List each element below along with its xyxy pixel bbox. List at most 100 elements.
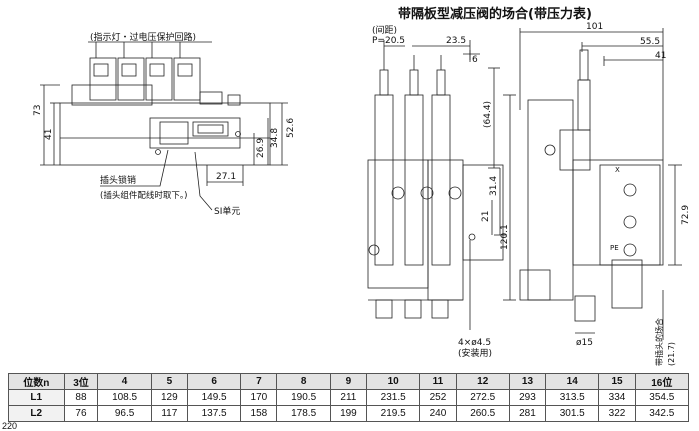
- table-col-header: 11: [419, 373, 457, 390]
- dimension-table: 位数n 3位 4 5 6 7 8 9 10 11 12 13 14 15 16位…: [8, 373, 690, 422]
- dim-31-4: 31.4: [489, 176, 499, 196]
- dim-41-left: 41: [44, 129, 54, 140]
- pitch-label: (间距): [372, 24, 397, 36]
- table-cell: 231.5: [366, 389, 421, 406]
- table-cell: 219.5: [366, 405, 421, 422]
- table-col-header: 5: [150, 373, 188, 390]
- table-col-header: 13: [508, 373, 547, 390]
- table-cell: 260.5: [455, 405, 510, 422]
- left-valve-1: [89, 57, 117, 101]
- callout-si-unit: SI单元: [214, 205, 240, 217]
- callout-plug-lock: 插头锁销: [100, 174, 136, 186]
- table-col-header: 12: [455, 373, 510, 390]
- mid-mount-plate: [462, 164, 504, 261]
- table-col-header: 14: [545, 373, 600, 390]
- left-upper-block: [71, 84, 153, 106]
- table-cell: 96.5: [97, 405, 152, 422]
- dim-26-9: 26.9: [256, 138, 266, 158]
- right-view-drawing: [519, 28, 682, 340]
- table-cell: 76: [63, 405, 99, 422]
- table-col-header: 7: [240, 373, 278, 390]
- mid-regulator-2: [404, 94, 424, 266]
- table-cell: 293: [508, 389, 547, 406]
- row-label: L2: [8, 405, 65, 422]
- port-x-label: X: [615, 166, 620, 174]
- technical-drawing: (指示灯・过电压保护回路) 插头锁销 (插头组件配线时取下。) SI单元 73 …: [33, 22, 691, 366]
- dim-73: 73: [33, 105, 43, 116]
- left-valve-2: [117, 57, 145, 101]
- table-cell: 190.5: [276, 389, 331, 406]
- pitch-value: P=20.5: [372, 36, 405, 46]
- table-cell: 322: [598, 405, 636, 422]
- table-col-header: 3位: [63, 373, 99, 390]
- left-valve-4: [173, 57, 201, 101]
- table-cell: 334: [598, 389, 636, 406]
- gauge-icon: [420, 186, 434, 200]
- table-header-label: 位数n: [8, 373, 65, 390]
- gauge-icon: [448, 186, 462, 200]
- dim-41-right: 41: [655, 51, 666, 61]
- callout-plug-note: (插头组件配线时取下。): [100, 190, 187, 201]
- table-header-row: 位数n 3位 4 5 6 7 8 9 10 11 12 13 14 15 16位: [8, 373, 690, 390]
- dim-55-5: 55.5: [640, 37, 660, 47]
- left-valve-3: [145, 57, 173, 101]
- table-cell: 354.5: [634, 389, 690, 406]
- table-cell: 178.5: [276, 405, 331, 422]
- dim-phi15: ø15: [576, 338, 593, 348]
- mid-end-plate: [427, 159, 464, 301]
- port-pe-label: PE: [610, 244, 619, 252]
- left-base-block: [59, 102, 271, 166]
- table-cell: 108.5: [97, 389, 152, 406]
- table-col-header: 16位: [634, 373, 690, 390]
- dim-101: 101: [586, 22, 603, 32]
- table-cell: 158: [240, 405, 278, 422]
- middle-view-drawing: [367, 40, 516, 330]
- page-title: 带隔板型减压阀的场合(带压力表): [398, 7, 592, 22]
- hole-label: 4×ø4.5: [458, 338, 491, 348]
- table-row: L1 88 108.5 129 149.5 170 190.5 211 231.…: [8, 389, 690, 406]
- table-cell: 272.5: [455, 389, 510, 406]
- dim-52-6: 52.6: [286, 118, 296, 138]
- dim-23-5: 23.5: [446, 36, 466, 46]
- table-cell: 137.5: [186, 405, 242, 422]
- left-view-drawing: [40, 41, 288, 211]
- table-cell: 281: [508, 405, 547, 422]
- table-col-header: 4: [97, 373, 152, 390]
- table-col-header: 10: [366, 373, 421, 390]
- si-connector: [192, 121, 229, 137]
- dim-72-9: 72.9: [681, 205, 691, 225]
- row-label: L1: [8, 389, 65, 406]
- table-cell: 211: [329, 389, 368, 406]
- mid-regulator-3: [431, 94, 451, 266]
- port-icon: [623, 215, 637, 229]
- dim-27-1: 27.1: [216, 172, 236, 182]
- side-note-value: (21.7): [667, 342, 676, 366]
- mid-manifold: [367, 159, 429, 289]
- mid-regulator-1: [374, 94, 394, 266]
- table-cell: 301.5: [545, 405, 600, 422]
- dim-34-8: 34.8: [270, 128, 280, 148]
- table-cell: 129: [150, 389, 188, 406]
- hole-note: (安装用): [458, 347, 492, 359]
- callout-indicator: (指示灯・过电压保护回路): [90, 31, 196, 43]
- table-cell: 117: [150, 405, 188, 422]
- table-cell: 252: [419, 389, 457, 406]
- right-connector: [611, 259, 643, 309]
- port-icon: [623, 183, 637, 197]
- dim-21: 21: [481, 211, 491, 222]
- port-icon: [623, 243, 637, 257]
- table-cell: 313.5: [545, 389, 600, 406]
- table-col-header: 9: [329, 373, 368, 390]
- gauge-icon: [391, 186, 405, 200]
- table-cell: 199: [329, 405, 368, 422]
- table-cell: 240: [419, 405, 457, 422]
- side-note: 带插头的场合: [654, 318, 664, 366]
- dim-64-4: (64.4): [483, 101, 493, 128]
- dim-120-1: 120.1: [500, 224, 510, 250]
- page-number: 220: [2, 421, 18, 431]
- table-col-header: 6: [186, 373, 242, 390]
- table-cell: 342.5: [634, 405, 690, 422]
- table-col-header: 15: [598, 373, 636, 390]
- dim-6: 6: [472, 55, 478, 65]
- si-unit-body: [149, 117, 241, 149]
